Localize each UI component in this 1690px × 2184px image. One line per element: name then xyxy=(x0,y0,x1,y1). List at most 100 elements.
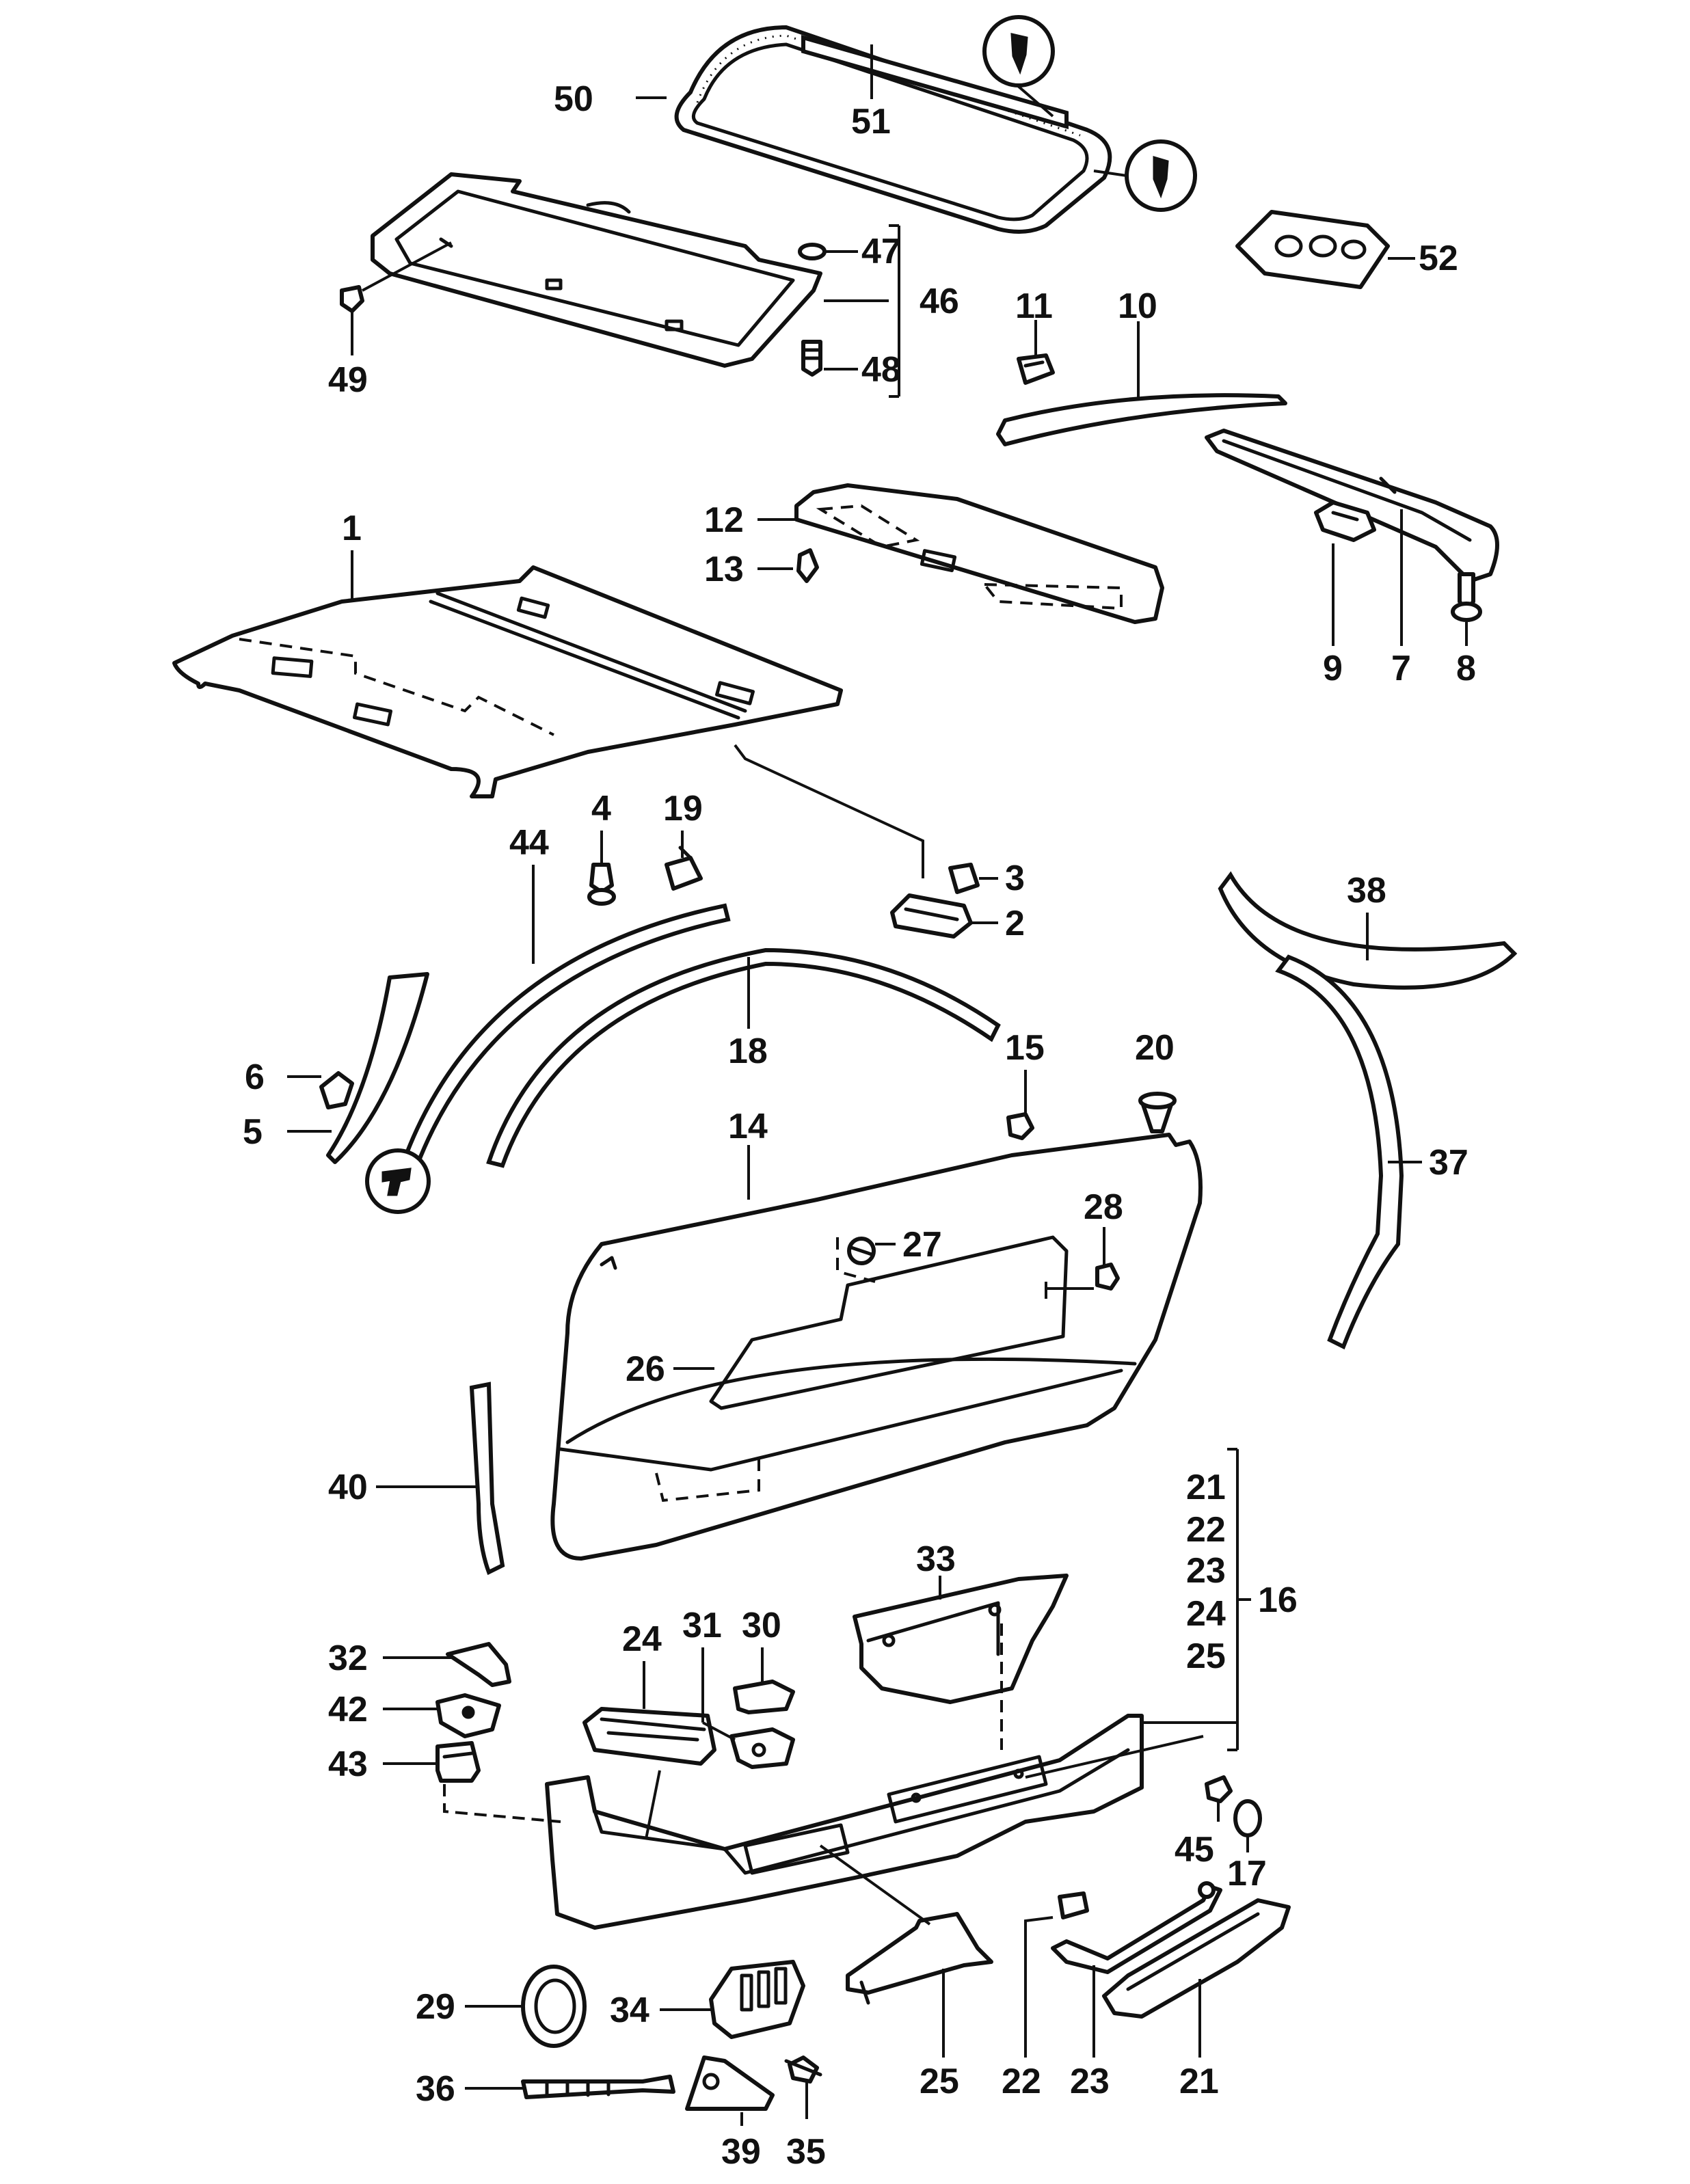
switch-block-34 xyxy=(709,1960,805,2039)
clip-detail-right xyxy=(1125,139,1197,212)
callout-22: 22 xyxy=(1002,2062,1041,2101)
callout-5: 5 xyxy=(243,1112,263,1152)
callout-39: 39 xyxy=(721,2132,761,2172)
callout-25: 25 xyxy=(920,2062,959,2101)
callout-19: 19 xyxy=(663,789,703,828)
callout-50: 50 xyxy=(554,79,593,119)
trim-strip-10 xyxy=(996,393,1287,446)
door-panel-14 xyxy=(550,1133,1203,1561)
callout-24-list: 24 xyxy=(1186,1594,1226,1634)
callout-34: 34 xyxy=(610,1991,649,2030)
bolt-48 xyxy=(801,340,822,377)
callout-43: 43 xyxy=(328,1744,368,1784)
headliner xyxy=(172,565,843,798)
callout-29: 29 xyxy=(416,1987,455,2027)
callout-3: 3 xyxy=(1005,859,1025,898)
clip-detail-top xyxy=(982,15,1055,87)
switch-43 xyxy=(435,1741,481,1783)
cover-panel-7 xyxy=(1205,429,1499,583)
seal-40 xyxy=(469,1381,505,1576)
callout-10: 10 xyxy=(1118,286,1157,326)
callout-48: 48 xyxy=(861,350,901,390)
callout-13: 13 xyxy=(704,550,744,589)
headliner-section-12 xyxy=(794,483,1164,624)
callout-27: 27 xyxy=(902,1225,942,1265)
callout-44: 44 xyxy=(509,823,549,863)
callout-22-list: 22 xyxy=(1186,1510,1226,1550)
callout-31: 31 xyxy=(682,1606,722,1645)
seal-44 xyxy=(401,903,731,1168)
callout-8: 8 xyxy=(1456,649,1476,688)
callout-6: 6 xyxy=(245,1057,265,1097)
callout-46: 46 xyxy=(920,282,959,321)
callout-2: 2 xyxy=(1005,904,1025,943)
callout-23-list: 23 xyxy=(1186,1551,1226,1591)
callout-40: 40 xyxy=(328,1468,368,1507)
window-trim-strip xyxy=(801,35,1069,129)
clip-22 xyxy=(1058,1891,1089,1919)
callout-32: 32 xyxy=(328,1639,368,1678)
callout-36: 36 xyxy=(416,2069,455,2109)
callout-37: 37 xyxy=(1429,1143,1468,1183)
callout-52: 52 xyxy=(1419,239,1458,278)
callout-15: 15 xyxy=(1005,1028,1045,1068)
callout-14: 14 xyxy=(728,1107,768,1146)
clip-35 xyxy=(784,2055,822,2084)
washer-47 xyxy=(798,243,827,260)
callout-47: 47 xyxy=(861,232,901,271)
seal-37 xyxy=(1275,954,1404,1350)
callout-7: 7 xyxy=(1391,649,1411,688)
rear-shelf xyxy=(371,172,822,368)
callout-42: 42 xyxy=(328,1690,368,1729)
callout-21: 21 xyxy=(1179,2062,1219,2101)
screw-49 xyxy=(340,285,364,313)
callout-26: 26 xyxy=(626,1349,665,1389)
callout-49: 49 xyxy=(328,360,368,400)
callout-labels: 1 2 3 4 5 6 7 8 9 10 11 12 13 14 15 16 1… xyxy=(243,79,1476,2172)
switch-31 xyxy=(729,1727,795,1769)
callout-25-list: 25 xyxy=(1186,1636,1226,1676)
armrest-cover-21 xyxy=(1102,1898,1291,2019)
cover-32 xyxy=(446,1642,511,1687)
callout-12: 12 xyxy=(704,500,744,540)
rear-window-seal xyxy=(674,25,1112,234)
clip-11 xyxy=(1017,353,1055,385)
strap-23 xyxy=(1051,1881,1222,1974)
callout-17: 17 xyxy=(1227,1854,1267,1893)
clip-6 xyxy=(319,1071,354,1109)
callout-45: 45 xyxy=(1175,1830,1214,1870)
door-seal-18 xyxy=(486,947,1001,1168)
callout-38: 38 xyxy=(1347,871,1386,911)
callout-51: 51 xyxy=(851,102,891,141)
screw-8 xyxy=(1451,572,1482,622)
armrest-16 xyxy=(545,1714,1144,1930)
callout-1: 1 xyxy=(342,509,362,548)
callout-16: 16 xyxy=(1258,1580,1298,1620)
switch-30 xyxy=(733,1680,795,1714)
clip-27 xyxy=(847,1237,876,1265)
callout-24: 24 xyxy=(622,1619,662,1659)
callout-18: 18 xyxy=(728,1032,768,1071)
callout-33: 33 xyxy=(916,1539,956,1579)
callout-20: 20 xyxy=(1135,1028,1175,1068)
clip-28 xyxy=(1095,1263,1120,1291)
seal-detail-44 xyxy=(365,1148,431,1214)
handle-24 xyxy=(582,1707,716,1766)
bracket-39 xyxy=(685,2055,775,2111)
handle-mount-2 xyxy=(890,893,973,939)
panel-25 xyxy=(846,1912,993,2005)
rod-36 xyxy=(521,2075,675,2099)
interior-light xyxy=(1235,210,1390,289)
speaker-ring-29 xyxy=(521,1965,587,2048)
screw-45 xyxy=(1205,1775,1233,1803)
cap-17 xyxy=(1233,1799,1262,1837)
pocket-33 xyxy=(853,1574,1069,1704)
callout-9: 9 xyxy=(1323,649,1343,688)
screw-15 xyxy=(1006,1112,1034,1140)
callout-23: 23 xyxy=(1070,2062,1110,2101)
callout-21-list: 21 xyxy=(1186,1468,1226,1507)
switch-42 xyxy=(435,1693,501,1738)
fastener-13 xyxy=(796,548,819,583)
callout-35: 35 xyxy=(786,2132,826,2172)
